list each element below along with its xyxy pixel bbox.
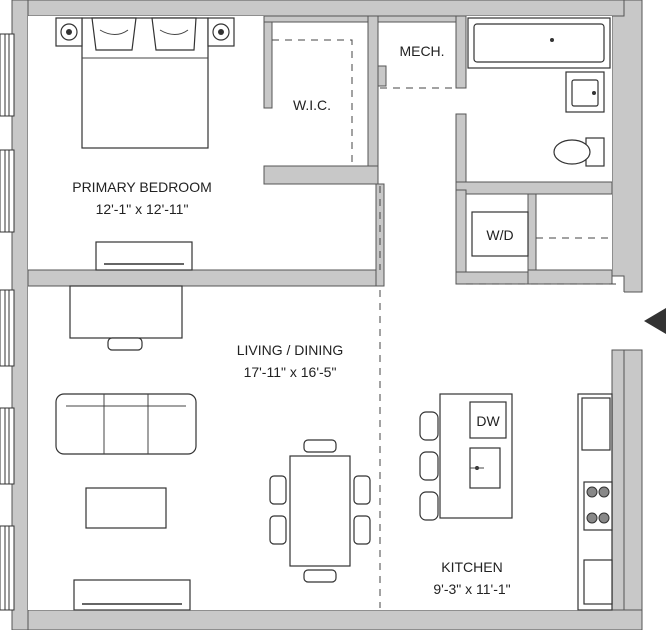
- dining-table: [269, 439, 371, 583]
- living-label: LIVING / DINING: [237, 342, 344, 358]
- entry-arrow-icon: [644, 308, 666, 334]
- dw-label: DW: [476, 413, 500, 429]
- coffee-table: [85, 487, 167, 529]
- stove-burners-icon: [583, 481, 613, 531]
- interior-walls: [27, 15, 625, 611]
- wic-label: W.I.C.: [293, 97, 331, 113]
- living-dims: 17'-11" x 16'-5": [244, 364, 337, 380]
- kitchen-island: [439, 393, 513, 519]
- bathtub-icon: [467, 17, 611, 69]
- bar-stools: [419, 411, 439, 521]
- washer-dryer: [471, 211, 529, 257]
- desk: [69, 285, 183, 351]
- left-windows: [0, 33, 15, 611]
- speaker-icon: [207, 17, 235, 47]
- bed: [81, 17, 209, 149]
- wd-label: W/D: [486, 227, 513, 243]
- bedroom-label: PRIMARY BEDROOM: [72, 179, 212, 195]
- bedroom-dresser: [95, 241, 193, 271]
- bedroom-dims: 12'-1" x 12'-11": [96, 201, 189, 217]
- toilet-icon: [553, 137, 605, 167]
- kitchen-dims: 9'-3" x 11'-1": [433, 581, 510, 597]
- sink-icon: [565, 71, 605, 113]
- mech-label: MECH.: [399, 43, 444, 59]
- dashed-lines: [272, 39, 622, 608]
- kitchen-label: KITCHEN: [441, 559, 502, 575]
- exterior-walls: [11, 0, 643, 630]
- speaker-icon: [55, 17, 83, 47]
- sofa: [55, 393, 197, 455]
- tv-console: [73, 579, 191, 611]
